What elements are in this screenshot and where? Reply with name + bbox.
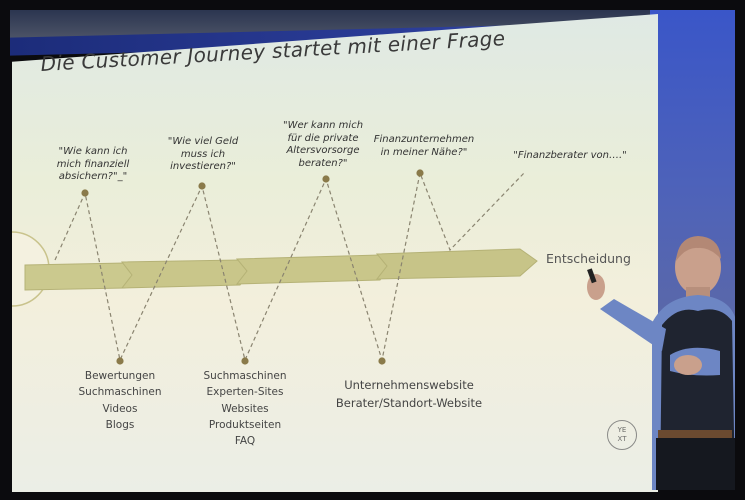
touchpoints-2: Suchmaschinen Experten-Sites Websites Pr… <box>193 368 297 449</box>
journey-arrow-segment <box>375 248 538 280</box>
question-4: Finanzunternehmen in meiner Nähe?" <box>373 134 475 158</box>
question-dot <box>81 189 89 197</box>
touchpoint-dot <box>378 357 386 365</box>
touchpoint-item: Experten-Sites <box>206 386 284 399</box>
touchpoint-item: FAQ <box>234 435 256 448</box>
question-dot <box>198 182 206 190</box>
presenter-person-icon <box>587 236 735 490</box>
question-dot <box>322 175 330 183</box>
question-dot <box>416 169 424 177</box>
yext-logo-text: YE XT <box>617 426 627 443</box>
touchpoint-item: Bewertungen <box>84 370 156 382</box>
touchpoint-item: Berater/Standort-Website <box>335 396 483 411</box>
touchpoint-item: Videos <box>102 402 138 415</box>
touchpoints-3: Unternehmenswebsite Berater/Standort-Web… <box>320 376 498 413</box>
yext-logo-icon: YE XT <box>607 420 637 450</box>
question-5: "Finanzberater von…." <box>513 150 627 161</box>
question-3: "Wer kann mich für die private Altersvor… <box>282 120 364 169</box>
projected-slide <box>12 14 658 492</box>
journey-dashed-path <box>54 170 526 362</box>
decision-label: Entscheidung <box>546 251 631 266</box>
touchpoint-dot <box>116 357 124 365</box>
touchpoint-item: Websites <box>221 402 269 415</box>
touchpoint-item: Produktseiten <box>208 418 282 431</box>
touchpoint-item: Suchmaschinen <box>203 370 287 382</box>
touchpoints-1: Bewertungen Suchmaschinen Videos Blogs <box>70 368 170 433</box>
touchpoint-dot <box>241 357 249 365</box>
journey-arrow-segment <box>120 259 251 289</box>
journey-dots <box>81 169 424 365</box>
question-2: "Wie viel Geld muss ich investieren?" <box>167 136 239 172</box>
journey-arrow-segment <box>235 254 391 285</box>
touchpoint-item: Suchmaschinen <box>78 386 162 399</box>
journey-arrow-segment <box>24 262 136 291</box>
touchpoint-item: Blogs <box>105 418 135 431</box>
touchpoint-item: Unternehmenswebsite <box>344 378 474 392</box>
question-1: "Wie kann ich mich finanziell absichern?… <box>56 146 130 182</box>
